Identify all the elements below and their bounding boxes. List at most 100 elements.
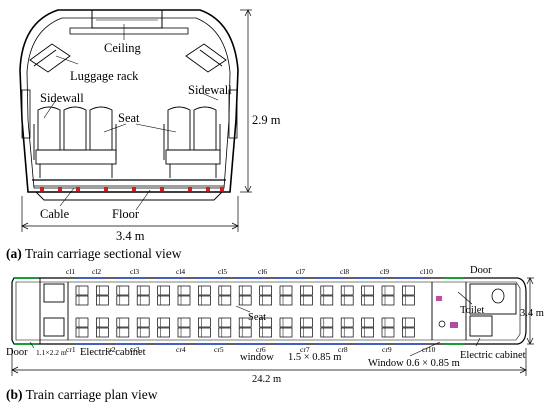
plan-seat	[300, 327, 313, 338]
cr-label-2: cr2	[106, 345, 116, 354]
cr-label-9: cr9	[382, 345, 392, 354]
plan-seat	[75, 295, 89, 306]
cr-label-3: cr3	[130, 345, 140, 354]
carbody-outline	[19, 9, 239, 193]
plan-seat	[340, 327, 354, 338]
plan-seat	[218, 285, 232, 296]
cl-label-2: cl2	[92, 267, 101, 276]
seat-group-left	[33, 106, 117, 178]
plan-seat	[279, 317, 293, 328]
toilet-label: Toilet	[460, 305, 484, 316]
cable-marker	[104, 187, 108, 191]
cl-label-5: cl5	[218, 267, 227, 276]
plan-seat	[259, 317, 272, 328]
sidewall-left-label: Sidewall	[40, 91, 84, 105]
plan-seat	[157, 295, 170, 306]
plan-seat	[177, 285, 191, 296]
plan-outline	[11, 277, 527, 345]
seat-grid	[75, 285, 415, 338]
plan-seat	[320, 317, 334, 328]
cable-marker	[206, 187, 210, 191]
plan-seat	[361, 285, 374, 296]
luggage-rack-left	[29, 43, 71, 73]
seat-label: Seat	[118, 111, 140, 125]
plan-seat	[198, 327, 211, 338]
plan-length-label: 24.2 m	[252, 374, 281, 385]
cl-label-3: cl3	[130, 267, 139, 276]
plan-seat	[116, 285, 130, 296]
window-small-label: Window 0.6 × 0.85 m	[368, 358, 460, 369]
plan-seat	[218, 317, 232, 328]
plan-seat	[116, 327, 130, 338]
cable-marker	[188, 187, 192, 191]
caption-b-letter: (b)	[6, 387, 23, 402]
plan-seat	[402, 327, 415, 338]
plan-length-dimension	[11, 348, 527, 376]
cr-label-7: cr7	[300, 345, 310, 354]
cl-label-6: cl6	[258, 267, 267, 276]
plan-seat	[136, 327, 150, 338]
plan-seat	[259, 327, 272, 338]
plan-seat	[238, 317, 252, 328]
plan-seat	[279, 285, 293, 296]
plan-seat	[361, 295, 374, 306]
plan-seat	[402, 285, 415, 296]
caption-a: (a) Train carriage sectional view	[6, 246, 182, 261]
carbody-inner-outline	[26, 17, 231, 189]
cable-marker	[58, 187, 62, 191]
caption-b-text: Train carriage plan view	[23, 387, 158, 402]
cl-label-7: cl7	[296, 267, 305, 276]
plan-seat	[136, 285, 150, 296]
plan-seat	[116, 317, 130, 328]
cr-label-5: cr5	[214, 345, 224, 354]
ceiling-duct	[91, 9, 163, 29]
cr-label-6: cr6	[256, 345, 266, 354]
cr-label-1: cr1	[66, 345, 76, 354]
plan-seat	[157, 285, 170, 296]
plan-seat	[320, 285, 334, 296]
plan-seat	[340, 295, 354, 306]
cl-label-1: cl1	[66, 267, 75, 276]
plan-seat	[157, 327, 170, 338]
seat-group-right	[163, 106, 221, 178]
ceiling-label: Ceiling	[104, 41, 142, 55]
ceiling-panel	[69, 27, 189, 35]
plan-seat	[238, 295, 252, 306]
cable-marker	[40, 187, 44, 191]
plan-seat	[402, 317, 415, 328]
plan-seat	[198, 285, 211, 296]
sectional-view: Ceiling Luggage rack Sidewall Sidewall S…	[6, 9, 281, 261]
door-size-label: 1.1×2.2 m	[36, 348, 67, 357]
plan-seat	[381, 327, 395, 338]
electric-cabinet-right-label: Electric cabinet	[460, 350, 526, 361]
plan-seat	[279, 295, 293, 306]
plan-seat	[96, 317, 109, 328]
plan-width-label: 3.4 m	[520, 308, 544, 319]
electric-cabinet-left-box	[43, 317, 65, 337]
luggage-rack-label: Luggage rack	[70, 69, 139, 83]
plan-seat	[381, 317, 395, 328]
plan-seat	[75, 327, 89, 338]
plan-seat	[381, 285, 395, 296]
door-left-label: Door	[6, 347, 28, 358]
plan-seat	[136, 295, 150, 306]
plan-seat	[361, 317, 374, 328]
cl-label-8: cl8	[340, 267, 349, 276]
cabinet-left-top-box	[43, 283, 65, 303]
sidewall-window-right	[228, 89, 238, 139]
toilet-box	[469, 283, 517, 315]
window-size-label: 1.5 × 0.85 m	[288, 352, 341, 363]
plan-seat	[157, 317, 170, 328]
plan-seat	[279, 327, 293, 338]
cl-label-9: cl9	[380, 267, 389, 276]
plan-seat	[402, 295, 415, 306]
cable-marker	[132, 187, 136, 191]
underframe	[35, 191, 223, 201]
plan-seat	[177, 327, 191, 338]
width-dimension	[21, 196, 239, 232]
toilet-bowl	[491, 288, 505, 304]
